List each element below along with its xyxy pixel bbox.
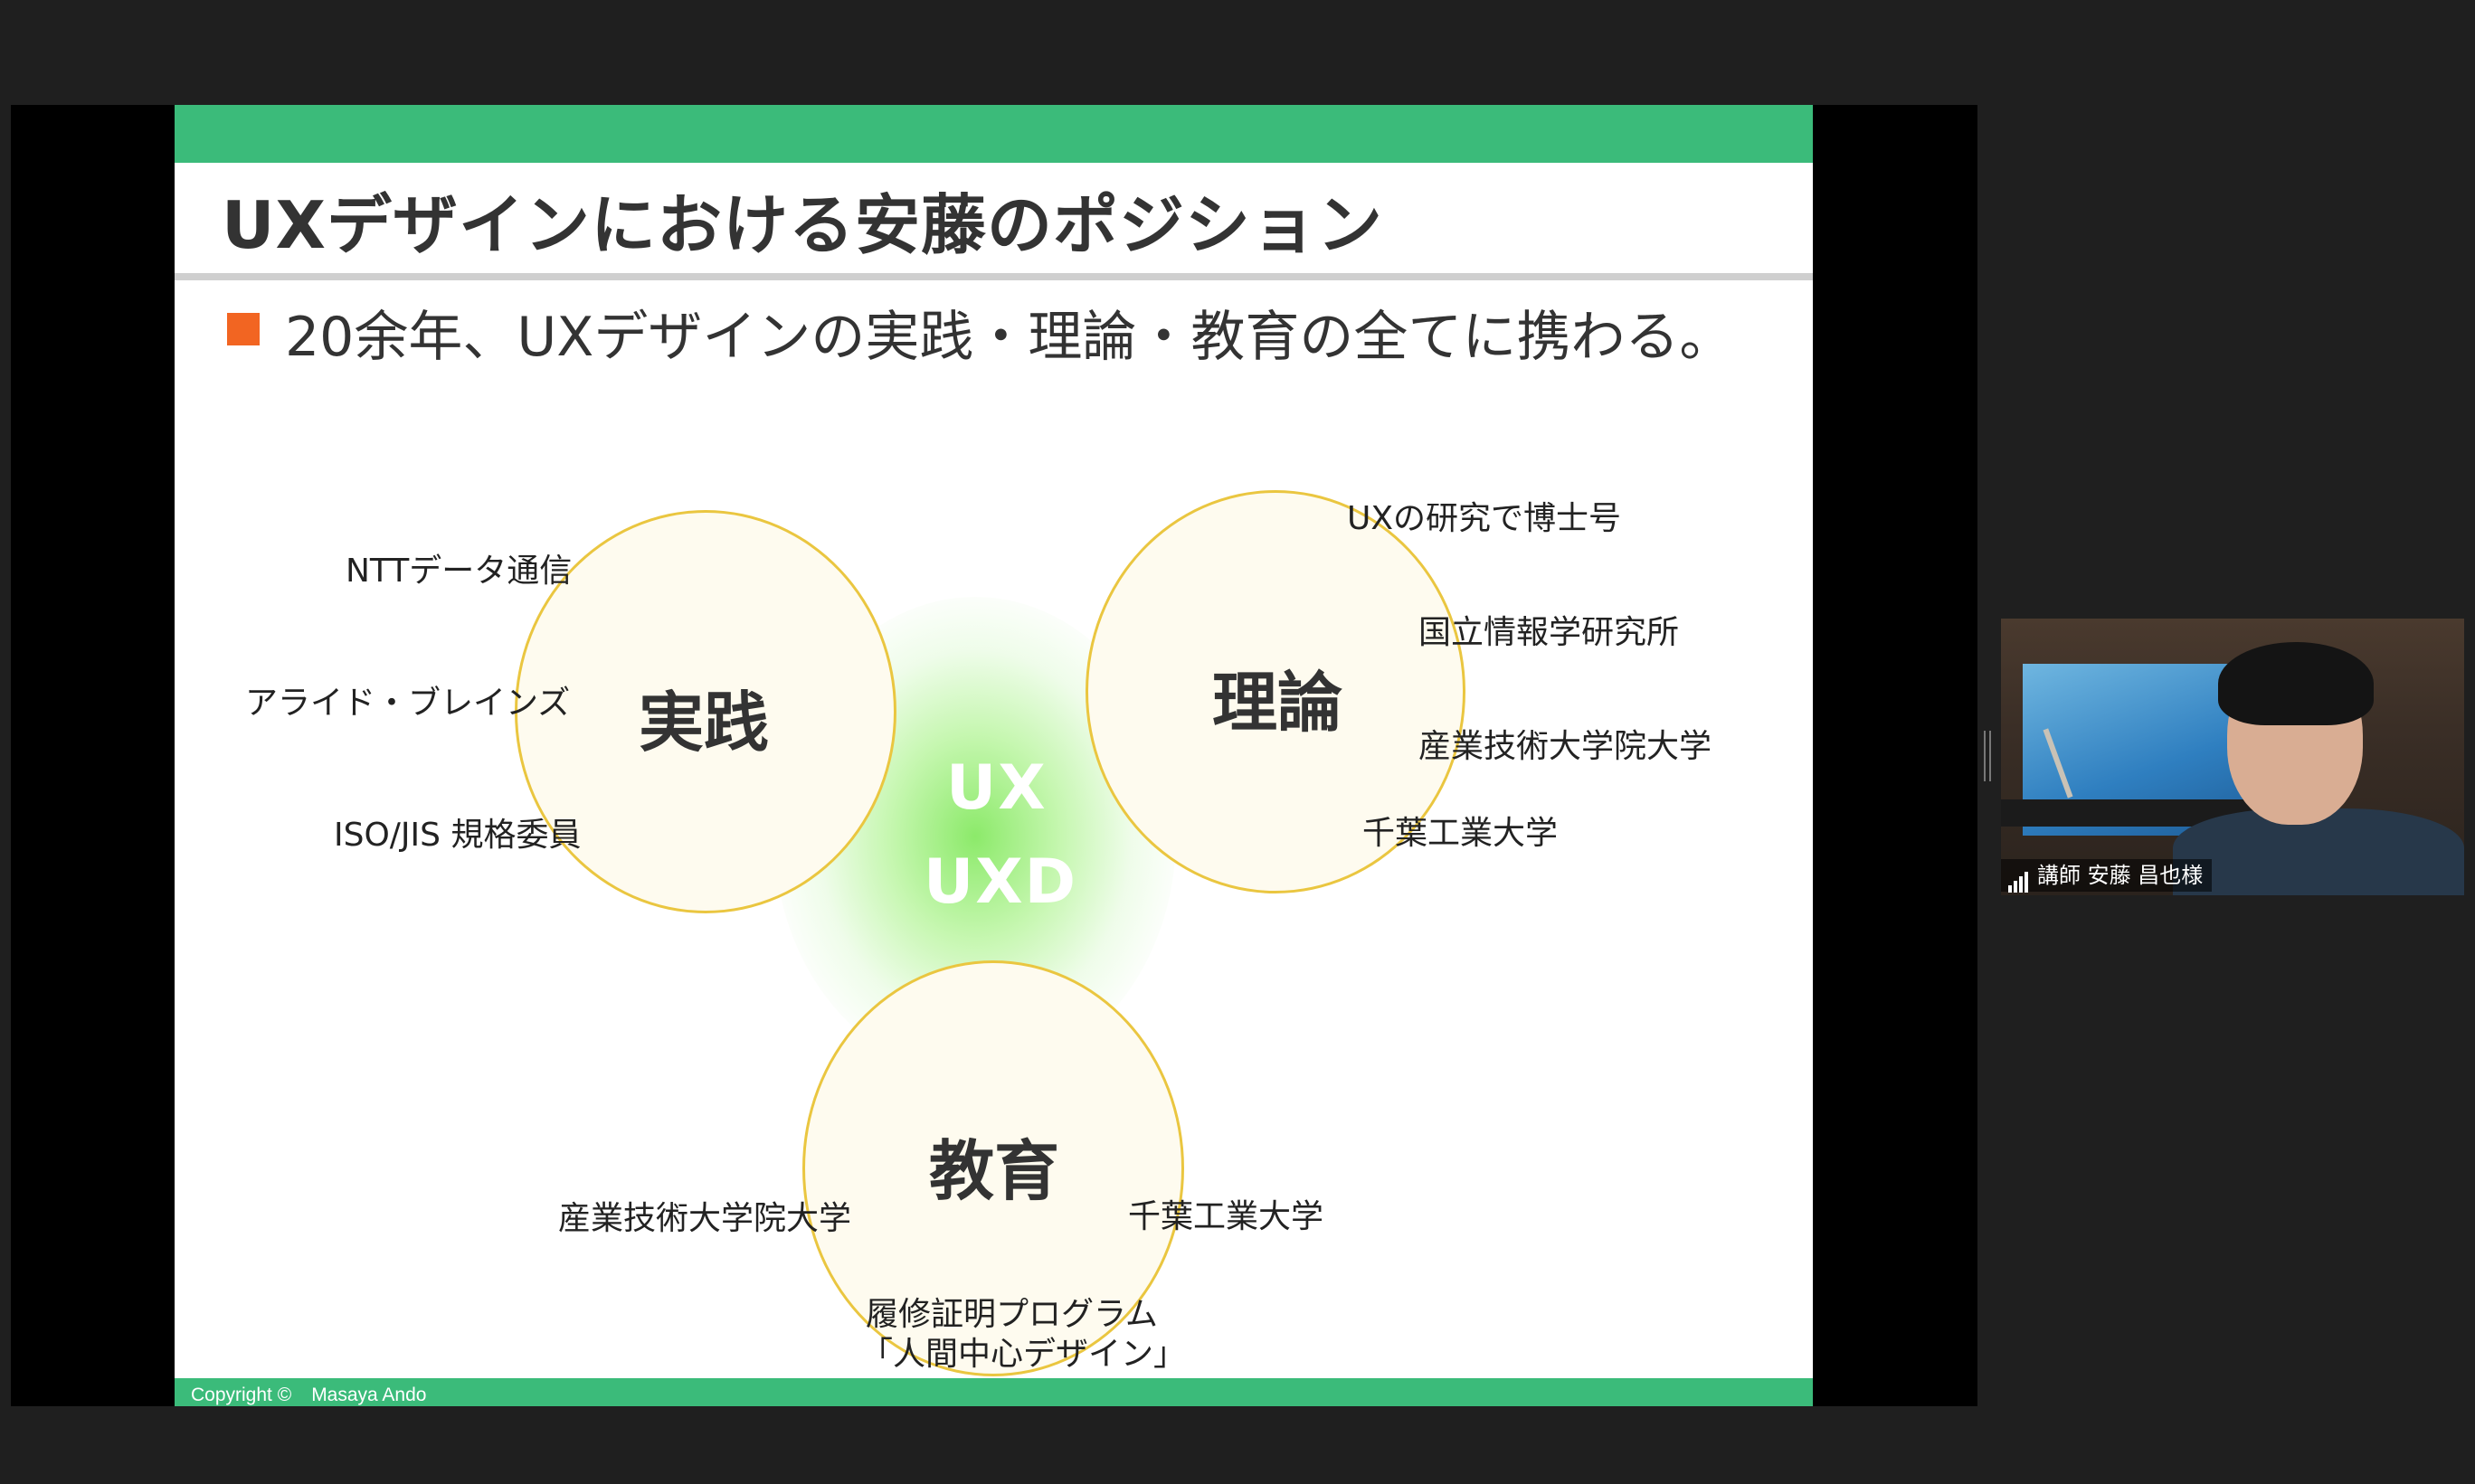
video-person-body <box>2173 808 2464 895</box>
copyright-author: Masaya Ando <box>311 1385 427 1405</box>
core-label-ux: UX <box>946 752 1048 824</box>
slide-bottom-accent-bar <box>175 1378 1813 1406</box>
theory-note: 産業技術大学院大学 <box>1418 728 1712 765</box>
theory-note: UXの研究で博士号 <box>1347 500 1622 537</box>
theory-note: 国立情報学研究所 <box>1418 614 1680 651</box>
slide-copyright: Copyright © Masaya Ando <box>191 1385 446 1406</box>
practice-note: NTTデータ通信 <box>346 553 573 590</box>
circle-practice <box>515 510 896 913</box>
participant-video-tile[interactable]: 講師 安藤 昌也様 <box>2001 619 2464 895</box>
participant-name: 講師 安藤 昌也様 <box>2037 863 2204 888</box>
practice-note: ISO/JIS 規格委員 <box>334 817 582 854</box>
circle-label-practice: 実践 <box>639 685 770 761</box>
title-divider <box>175 273 1813 280</box>
theory-note: 千葉工業大学 <box>1362 815 1559 852</box>
circle-education <box>802 960 1184 1376</box>
education-program-line2: 「人間中心デザイン」 <box>860 1336 1187 1373</box>
circle-label-theory: 理論 <box>1212 665 1343 741</box>
participant-name-label: 講師 安藤 昌也様 <box>2001 859 2213 893</box>
slide-title: UXデザインにおける安藤のポジション <box>222 187 1383 263</box>
bullet-text: 20余年、UXデザインの実践・理論・教育の全てに携わる。 <box>285 306 1734 369</box>
education-note-left: 産業技術大学院大学 <box>558 1200 852 1237</box>
panel-resize-handle[interactable] <box>1984 731 1991 781</box>
signal-strength-icon <box>2008 860 2030 893</box>
education-program-line1: 履修証明プログラム <box>866 1296 1158 1333</box>
circle-theory <box>1086 490 1465 893</box>
circle-label-education: 教育 <box>929 1133 1060 1209</box>
education-note-right: 千葉工業大学 <box>1128 1198 1324 1235</box>
practice-note: アライド・ブレインズ <box>245 685 571 722</box>
slide-top-accent-bar <box>175 105 1813 163</box>
bullet-square-icon <box>227 313 260 345</box>
copyright-label: Copyright © <box>191 1385 292 1405</box>
core-label-uxd: UXD <box>924 846 1078 918</box>
presentation-slide: UXデザインにおける安藤のポジション 20余年、UXデザインの実践・理論・教育の… <box>175 105 1813 1406</box>
video-person-hair <box>2218 642 2374 725</box>
